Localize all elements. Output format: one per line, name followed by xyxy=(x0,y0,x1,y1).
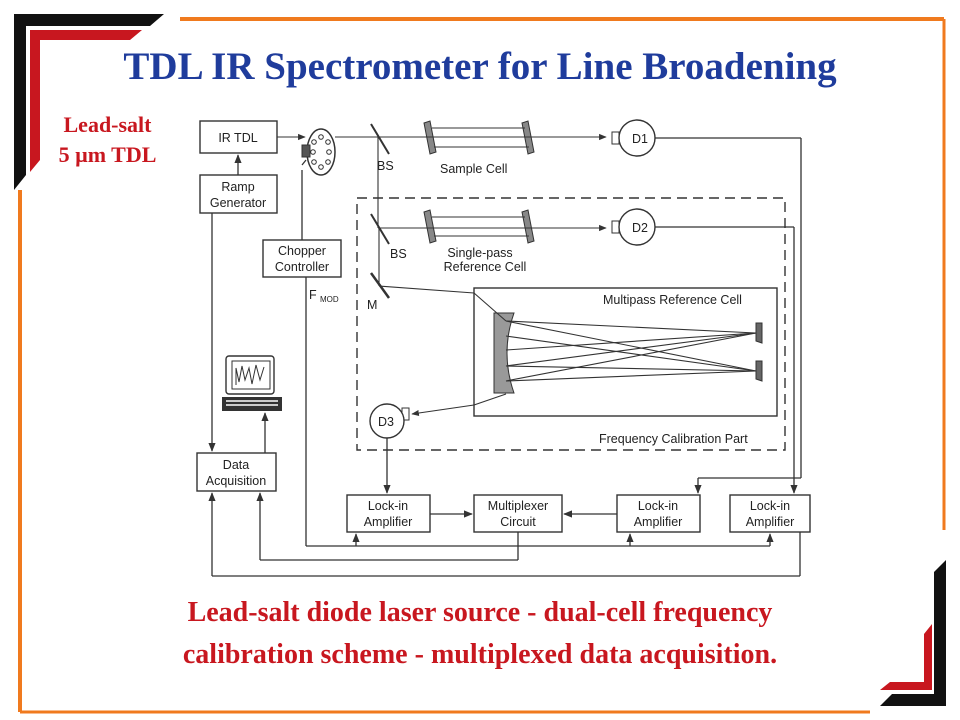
source-label: Lead-salt 5 µm TDL xyxy=(20,110,195,170)
source-label-line2: 5 µm TDL xyxy=(58,142,157,167)
multiplexer-circuit-line1: Multiplexer xyxy=(488,499,548,513)
detector-d3-label: D3 xyxy=(378,415,394,429)
caption-line1: Lead-salt diode laser source - dual-cell… xyxy=(187,597,773,628)
multipass-concave-mirror xyxy=(493,312,515,394)
single-pass-reference-cell xyxy=(423,209,535,244)
beam-splitter-1-label: BS xyxy=(377,159,394,173)
sample-cell-label: Sample Cell xyxy=(440,162,507,176)
computer-terminal-icon xyxy=(222,355,282,411)
lock-in-amplifier-1-line1: Lock-in xyxy=(368,499,408,513)
multipass-label: Multipass Reference Cell xyxy=(603,293,742,307)
beam-splitter-2 xyxy=(370,213,390,245)
ramp-generator-line1: Ramp xyxy=(221,180,254,194)
lock-in-amplifier-3-line1: Lock-in xyxy=(750,499,790,513)
detector-d1-label: D1 xyxy=(632,132,648,146)
ramp-generator-box xyxy=(199,174,278,214)
source-label-line1: Lead-salt xyxy=(63,112,152,137)
multiplexer-circuit-box xyxy=(473,494,563,533)
single-pass-label-line2: Reference Cell xyxy=(444,260,527,274)
chopper-controller-box xyxy=(262,239,342,278)
electrical-connections xyxy=(208,137,802,577)
chopper-controller-line2: Controller xyxy=(275,260,329,274)
beam-splitter-2-label: BS xyxy=(390,247,407,261)
detector-d2 xyxy=(611,208,656,246)
data-acquisition-line2: Acquisition xyxy=(206,474,266,488)
multipass-mirror-top xyxy=(755,322,763,344)
chopper-wheel-icon xyxy=(301,128,336,176)
single-pass-label-line1: Single-pass xyxy=(447,246,512,260)
lock-in-amplifier-2-line1: Lock-in xyxy=(638,499,678,513)
slide-frame xyxy=(14,14,946,714)
lock-in-amplifier-2-box xyxy=(616,494,701,533)
beam-splitter-1 xyxy=(370,123,390,155)
caption-line2: calibration scheme - multiplexed data ac… xyxy=(182,639,778,670)
mirror xyxy=(369,272,391,299)
multipass-mirror-bottom xyxy=(755,360,763,382)
ir-tdl-label: IR TDL xyxy=(218,131,257,145)
data-acquisition-line1: Data xyxy=(223,458,249,472)
data-acquisition-box xyxy=(196,452,277,492)
chopper-controller-line1: Chopper xyxy=(278,244,326,258)
multipass-reference-cell xyxy=(473,287,778,417)
lock-in-amplifier-1-line2: Amplifier xyxy=(364,515,413,529)
multipass-beam-paths xyxy=(505,320,757,382)
lock-in-amplifier-1-box xyxy=(346,494,431,533)
slide-title: TDL IR Spectrometer for Line Broadening xyxy=(123,45,837,88)
mirror-label: M xyxy=(367,298,377,312)
ramp-generator-line2: Generator xyxy=(210,196,266,210)
detector-d2-label: D2 xyxy=(632,221,648,235)
lock-in-amplifier-3-box xyxy=(729,494,811,533)
detector-d3 xyxy=(369,403,410,439)
lock-in-amplifier-2-line2: Amplifier xyxy=(634,515,683,529)
caption: Lead-salt diode laser source - dual-cell… xyxy=(0,592,960,676)
frequency-calibration-label: Frequency Calibration Part xyxy=(599,432,748,446)
fmod-subscript: MOD xyxy=(320,295,339,304)
fmod-label: F xyxy=(309,288,317,302)
frequency-calibration-enclosure xyxy=(356,197,786,451)
optical-beam-paths xyxy=(277,133,607,417)
lock-in-amplifier-3-line2: Amplifier xyxy=(746,515,795,529)
ir-tdl-box xyxy=(199,120,278,154)
multiplexer-circuit-line2: Circuit xyxy=(500,515,536,529)
